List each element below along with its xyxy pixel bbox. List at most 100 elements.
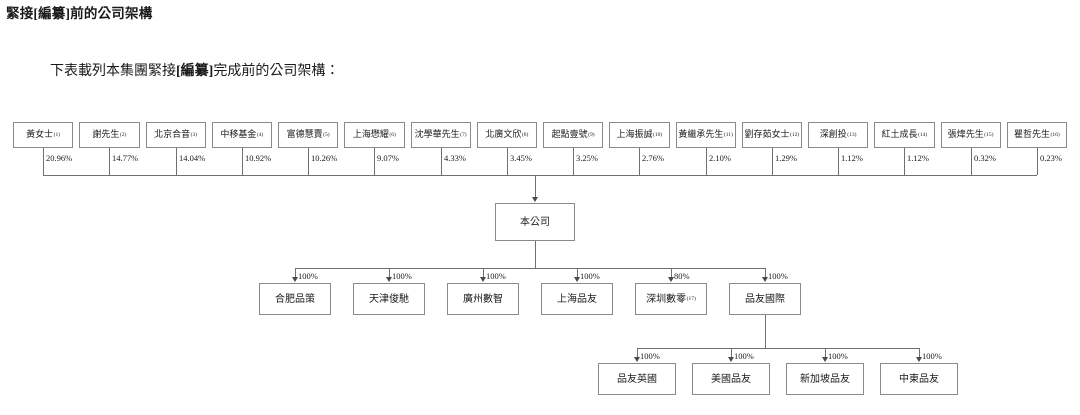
connector-line [1037, 148, 1038, 175]
node-label: 黃繼承先生 [678, 129, 724, 140]
shareholder-box-11[interactable]: 黃繼承先生(11) [675, 122, 736, 148]
arrow-head [821, 357, 828, 362]
connector-line [389, 268, 390, 277]
shareholder-box-8[interactable]: 北廣文欣(8) [476, 122, 537, 148]
subsidiary-pct-1: 100% [298, 271, 318, 281]
arrow-head [291, 277, 298, 282]
connector-line [535, 175, 536, 197]
shareholder-box-13[interactable]: 深創投(13) [808, 122, 869, 148]
shareholder-pct-15: 0.32% [974, 153, 996, 163]
connector-line [374, 148, 375, 175]
subsidiary-pct-2: 100% [392, 271, 412, 281]
connector-line [919, 348, 920, 357]
shareholder-pct-11: 2.10% [709, 153, 731, 163]
subsidiary-box-4[interactable]: 上海品友 [541, 283, 613, 315]
shareholder-box-14[interactable]: 紅土成長(14) [874, 122, 935, 148]
shareholder-box-12[interactable]: 劉存茹女士(12) [741, 122, 802, 148]
node-label: 合肥品策 [275, 293, 315, 305]
shareholder-box-5[interactable]: 富德慧賣(5) [278, 122, 339, 148]
connector-line [731, 348, 732, 357]
connector-line [295, 268, 296, 277]
sub-subsidiary-box-2[interactable]: 美國品友 [692, 363, 770, 395]
shareholder-pct-16: 0.23% [1040, 153, 1062, 163]
connector-line [483, 268, 484, 277]
lead-bracket-token: [編纂] [176, 64, 214, 79]
shareholder-box-6[interactable]: 上海懋耀(6) [344, 122, 405, 148]
connector-line [765, 315, 766, 348]
subsidiary-pct-3: 100% [486, 271, 506, 281]
sub-subsidiary-box-1[interactable]: 品友英國 [598, 363, 676, 395]
shareholder-pct-12: 1.29% [775, 153, 797, 163]
subsidiary-box-6[interactable]: 品友國際 [729, 283, 801, 315]
subsidiary-box-5[interactable]: 深圳數零(17) [635, 283, 707, 315]
arrow-head [573, 277, 580, 282]
node-label: 北廣文欣 [485, 129, 522, 140]
shareholder-pct-1: 20.96% [46, 153, 73, 163]
shareholder-box-16[interactable]: 瞿哲先生(16) [1006, 122, 1067, 148]
node-label: 廣州數智 [463, 293, 503, 305]
connector-line [295, 268, 765, 269]
node-label: 美國品友 [711, 373, 751, 385]
sub-subsidiary-pct-3: 100% [828, 351, 848, 361]
shareholder-box-9[interactable]: 起點壹號(9) [543, 122, 604, 148]
node-label: 上海品友 [557, 293, 597, 305]
sub-subsidiary-pct-1: 100% [640, 351, 660, 361]
shareholder-pct-6: 9.07% [377, 153, 399, 163]
shareholder-pct-3: 14.04% [179, 153, 206, 163]
connector-line [772, 148, 773, 175]
connector-line [639, 148, 640, 175]
shareholder-box-1[interactable]: 黃女士(1) [13, 122, 74, 148]
connector-line [176, 148, 177, 175]
subsidiary-box-2[interactable]: 天津俊馳 [353, 283, 425, 315]
subsidiary-box-3[interactable]: 廣州數智 [447, 283, 519, 315]
subsidiary-box-1[interactable]: 合肥品策 [259, 283, 331, 315]
node-label: 天津俊馳 [369, 293, 409, 305]
node-label: 沈學華先生 [414, 129, 460, 140]
connector-line [706, 148, 707, 175]
connector-line [838, 148, 839, 175]
sub-subsidiary-box-4[interactable]: 中東品友 [880, 363, 958, 395]
lead-suffix: 完成前的公司架構： [213, 64, 340, 79]
sub-subsidiary-pct-2: 100% [734, 351, 754, 361]
node-label: 上海懋耀 [352, 129, 389, 140]
arrow-head [915, 357, 922, 362]
shareholder-pct-4: 10.92% [245, 153, 272, 163]
node-label: 深圳數零 [646, 293, 687, 305]
shareholder-pct-2: 14.77% [112, 153, 139, 163]
shareholder-box-2[interactable]: 謝先生(2) [79, 122, 140, 148]
connector-line [507, 148, 508, 175]
node-label: 深創投 [819, 129, 847, 140]
connector-line [577, 268, 578, 277]
sub-subsidiary-box-3[interactable]: 新加坡品友 [786, 363, 864, 395]
node-label: 中移基金 [220, 129, 257, 140]
connector-line [441, 148, 442, 175]
subsidiary-pct-5: 80% [674, 271, 690, 281]
arrow-head [479, 277, 486, 282]
arrow-head [761, 277, 768, 282]
node-label: 品友英國 [617, 373, 657, 385]
shareholder-box-10[interactable]: 上海振誠(10) [609, 122, 670, 148]
node-label: 劉存茹女士 [744, 129, 790, 140]
shareholder-pct-14: 1.12% [907, 153, 929, 163]
connector-line [765, 268, 766, 277]
connector-line [637, 348, 919, 349]
subsidiary-pct-4: 100% [580, 271, 600, 281]
shareholder-pct-7: 4.33% [444, 153, 466, 163]
arrow-head [385, 277, 392, 282]
subsidiary-pct-6: 100% [768, 271, 788, 281]
shareholder-box-15[interactable]: 張煒先生(15) [940, 122, 1001, 148]
shareholder-box-3[interactable]: 北京合音(3) [145, 122, 206, 148]
connector-line [242, 148, 243, 175]
sub-subsidiary-pct-4: 100% [922, 351, 942, 361]
connector-line [825, 348, 826, 357]
lead-paragraph: 下表載列本集團緊接[編纂]完成前的公司架構： [50, 60, 339, 80]
company-box[interactable]: 本公司 [495, 203, 575, 241]
page-title: 緊接[編纂]前的公司架構 [6, 6, 153, 21]
connector-line [573, 148, 574, 175]
node-label: 瞿哲先生 [1014, 129, 1051, 140]
connector-line [308, 148, 309, 175]
shareholder-box-7[interactable]: 沈學華先生(7) [410, 122, 471, 148]
shareholder-box-4[interactable]: 中移基金(4) [211, 122, 272, 148]
lead-prefix: 下表載列本集團緊接 [50, 64, 176, 79]
